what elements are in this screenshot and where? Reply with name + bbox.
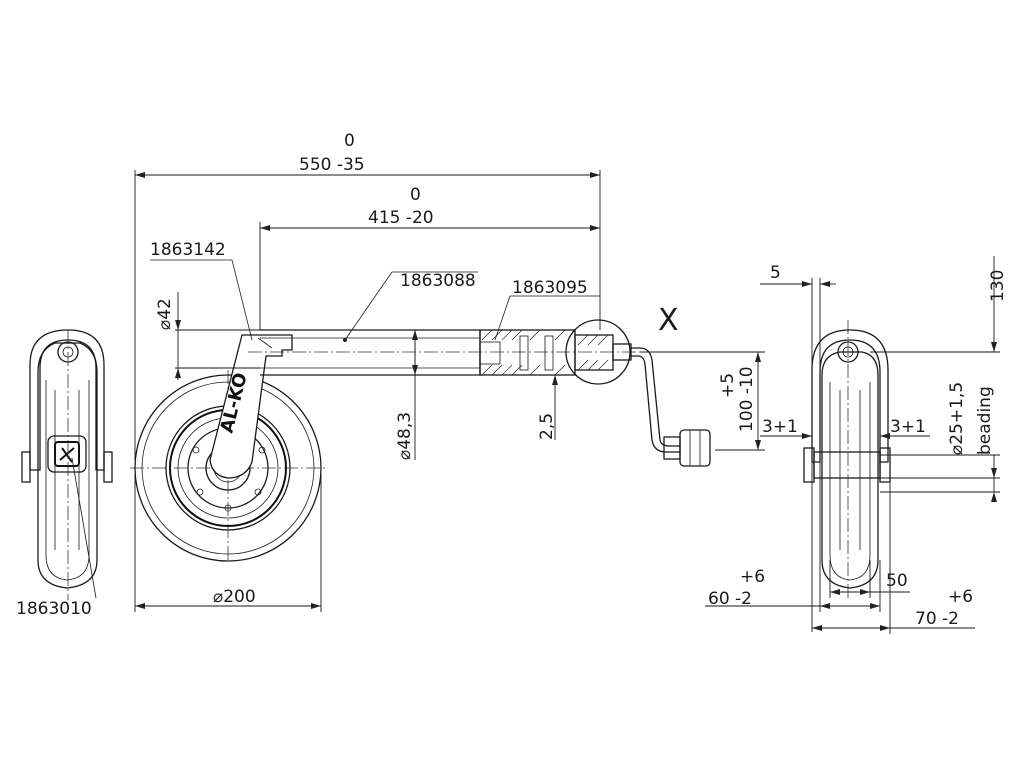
dim-tube-length: 0 415 -20 xyxy=(259,185,600,330)
dim-tube-inner-diameter: ⌀42 xyxy=(155,298,175,330)
dim-side-130: 130 xyxy=(988,270,1008,302)
dim-tube-lower: 415 -20 xyxy=(368,208,434,228)
dim-crank-offset: +5 100 -10 xyxy=(640,351,765,451)
label-wheel-part: 1863010 xyxy=(16,457,97,619)
detail-marker-x: X xyxy=(658,303,679,338)
dim-wheel-diameter-value: ⌀200 xyxy=(213,587,256,607)
dim-width-70-upper: +6 xyxy=(948,587,973,607)
front-end-view xyxy=(21,329,113,600)
dim-axle-diameter: ⌀25+1,5 xyxy=(947,382,967,455)
part-number-inner-tube: 1863088 xyxy=(400,271,476,291)
dim-width-50: 50 xyxy=(886,571,908,591)
dim-side-5: 5 xyxy=(770,263,781,283)
dim-overall-upper: 0 xyxy=(344,131,355,151)
label-inner-tube: 1863088 xyxy=(343,271,478,342)
dim-crank-upper: +5 xyxy=(718,373,738,398)
dim-crank-lower: 100 -10 xyxy=(737,366,757,432)
dim-wall-offset-value: 2,5 xyxy=(537,413,557,440)
part-number-spindle: 1863095 xyxy=(512,278,588,298)
dim-width-70-lower: 70 -2 xyxy=(915,609,959,629)
part-number-wheel: 1863010 xyxy=(16,599,92,619)
dim-width-60-upper: +6 xyxy=(740,567,765,587)
dim-gap-left: 3+1 xyxy=(762,417,798,437)
label-spindle: 1863095 xyxy=(494,278,600,341)
dim-wall-offset: 2,5 xyxy=(537,375,558,440)
dim-inner-diameter: ⌀42 xyxy=(155,292,260,380)
dim-width-60-lower: 60 -2 xyxy=(708,589,752,609)
rear-end-view xyxy=(803,320,891,600)
dim-wheel-diameter: ⌀200 xyxy=(134,470,322,612)
main-side-view: AL-KO xyxy=(130,319,711,562)
part-number-clamp-bracket: 1863142 xyxy=(150,240,226,260)
dim-overall-length: 0 550 -35 xyxy=(134,131,601,460)
dim-tube-outer-diameter: ⌀48,3 xyxy=(395,412,415,460)
dim-tube-upper: 0 xyxy=(410,185,421,205)
dim-axle-note: beading xyxy=(975,386,995,455)
dim-gap-right: 3+1 xyxy=(890,417,926,437)
rear-view-dimensions: 5 130 ⌀25+1,5 beading 3+1 3+1 50 +6 60 -… xyxy=(705,256,1008,634)
dim-overall-lower: 550 -35 xyxy=(299,155,365,175)
dim-outer-diameter: ⌀48,3 xyxy=(395,330,418,460)
label-clamp-bracket: 1863142 xyxy=(150,240,253,341)
